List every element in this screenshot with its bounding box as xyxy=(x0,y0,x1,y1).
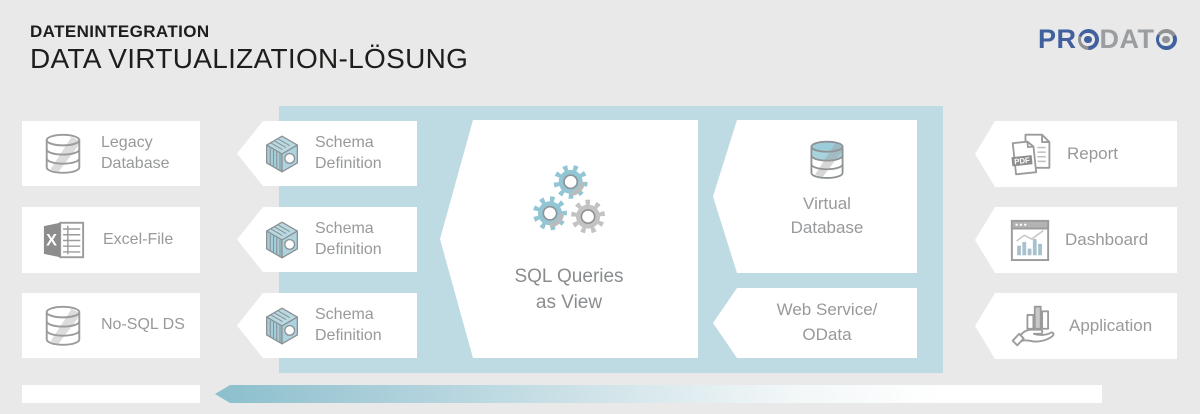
virtual-database-icon xyxy=(810,140,844,179)
web-service-label: Web Service/OData xyxy=(776,300,878,344)
header-kicker: DATENINTEGRATION xyxy=(30,22,210,41)
logo-o-icon xyxy=(1077,29,1099,50)
consumer-label: Report xyxy=(1067,144,1119,164)
source-label: No-SQL DS xyxy=(101,316,185,334)
page-title: DATA VIRTUALIZATION-LÖSUNG xyxy=(30,43,469,74)
svg-text:PDF: PDF xyxy=(1014,156,1031,167)
consumer-label: Application xyxy=(1069,316,1153,336)
consumer-arrow-application: Application xyxy=(975,293,1177,359)
consumer-arrow-report: PDF Report xyxy=(975,121,1177,187)
flow-gradient-arrow xyxy=(215,385,1102,403)
schema-cube-icon xyxy=(266,135,298,172)
schema-cube-icon xyxy=(266,221,298,258)
schema-cube-icon xyxy=(266,307,298,344)
logo-text-dat: DAT xyxy=(1099,24,1155,54)
database-icon xyxy=(45,133,81,174)
web-service-arrow: Web Service/OData xyxy=(713,288,917,358)
database-icon xyxy=(45,305,81,346)
flow-bar-start xyxy=(22,385,200,403)
application-icon xyxy=(1011,305,1055,347)
gears-icon xyxy=(533,164,605,234)
consumer-label: Dashboard xyxy=(1065,230,1149,250)
prodato-logo: PR DAT xyxy=(1038,24,1178,55)
logo-o-icon xyxy=(1155,29,1177,50)
source-card-excel-file: X Excel-File xyxy=(22,207,200,273)
consumer-arrow-dashboard: Dashboard xyxy=(975,207,1177,273)
source-card-nosql-ds: No-SQL DS xyxy=(22,293,200,358)
svg-text:X: X xyxy=(46,232,57,250)
excel-icon: X xyxy=(43,221,85,259)
logo-text-pr: PR xyxy=(1038,24,1077,54)
pdf-report-icon: PDF xyxy=(1011,133,1051,176)
source-label: Excel-File xyxy=(103,230,174,248)
dashboard-icon xyxy=(1010,219,1050,261)
